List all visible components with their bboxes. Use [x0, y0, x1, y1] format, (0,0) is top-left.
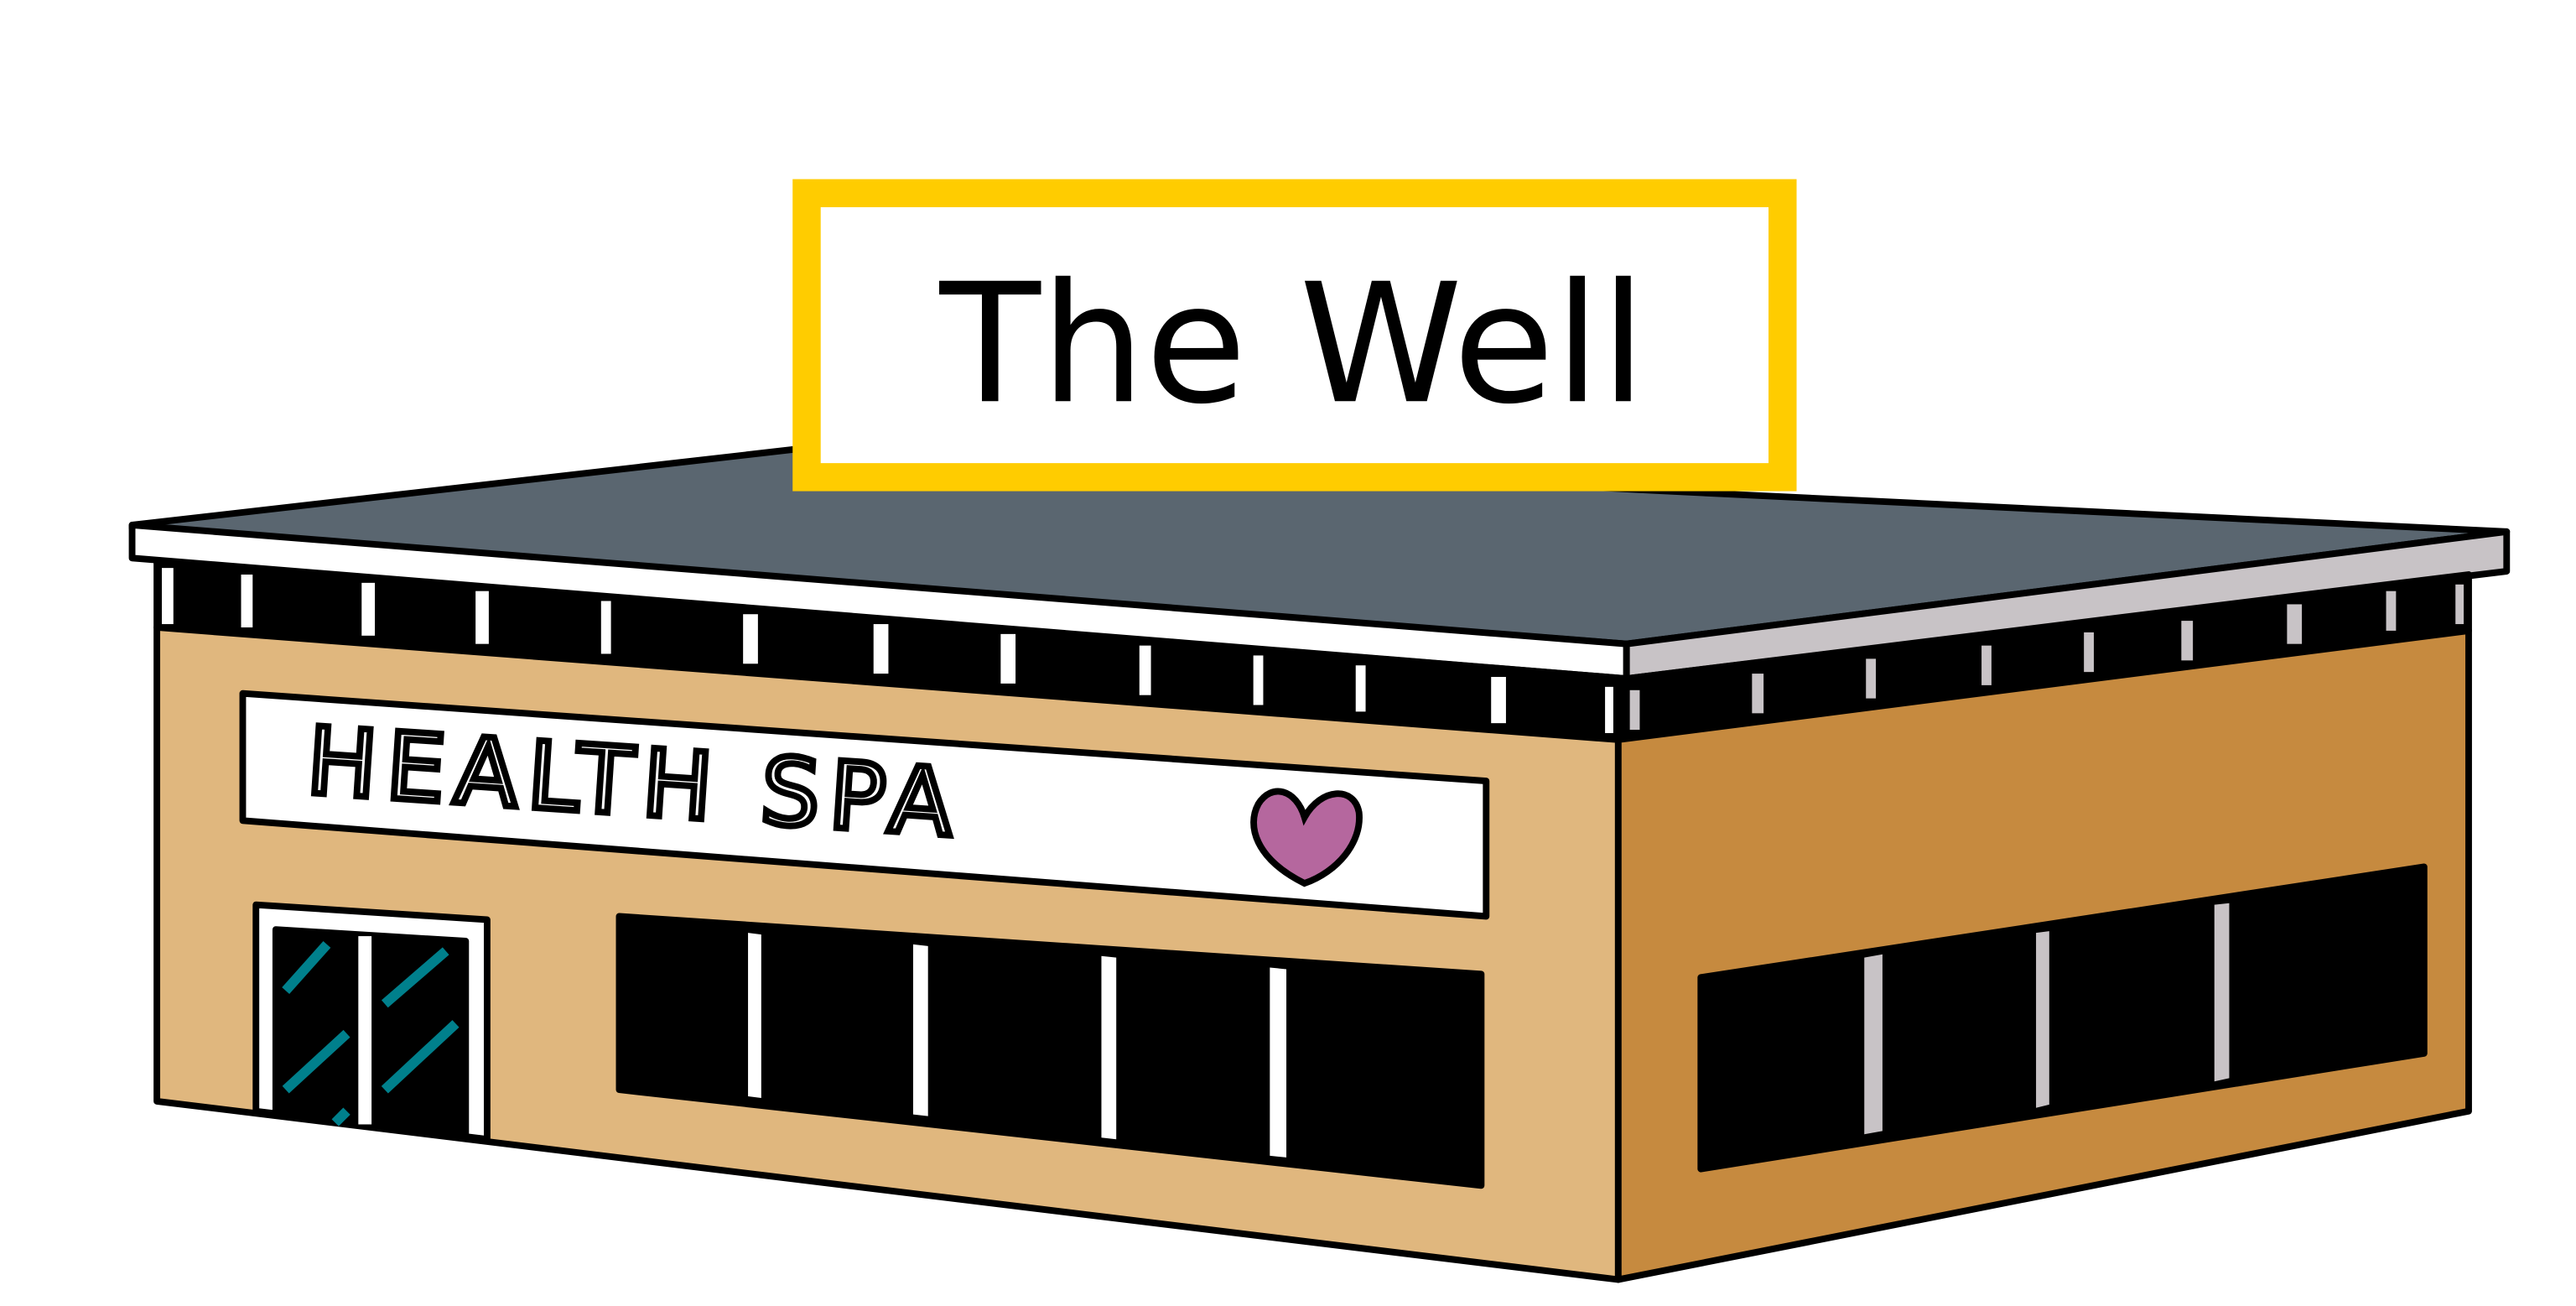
- side-window-mullions: [1864, 903, 2230, 1135]
- banner-board: [239, 689, 1490, 920]
- rooftop-sign: The Well: [792, 179, 1797, 492]
- roof-edge-side: [1623, 528, 2511, 682]
- door-details: [282, 936, 460, 1126]
- fascia-marks: [161, 568, 1613, 733]
- heart-icon: [1250, 788, 1363, 887]
- sign-title: The Well: [939, 248, 1647, 440]
- front-window-mullions: [748, 933, 1287, 1158]
- front-window: [615, 913, 1485, 1189]
- fascia-side-marks: [1629, 584, 2464, 731]
